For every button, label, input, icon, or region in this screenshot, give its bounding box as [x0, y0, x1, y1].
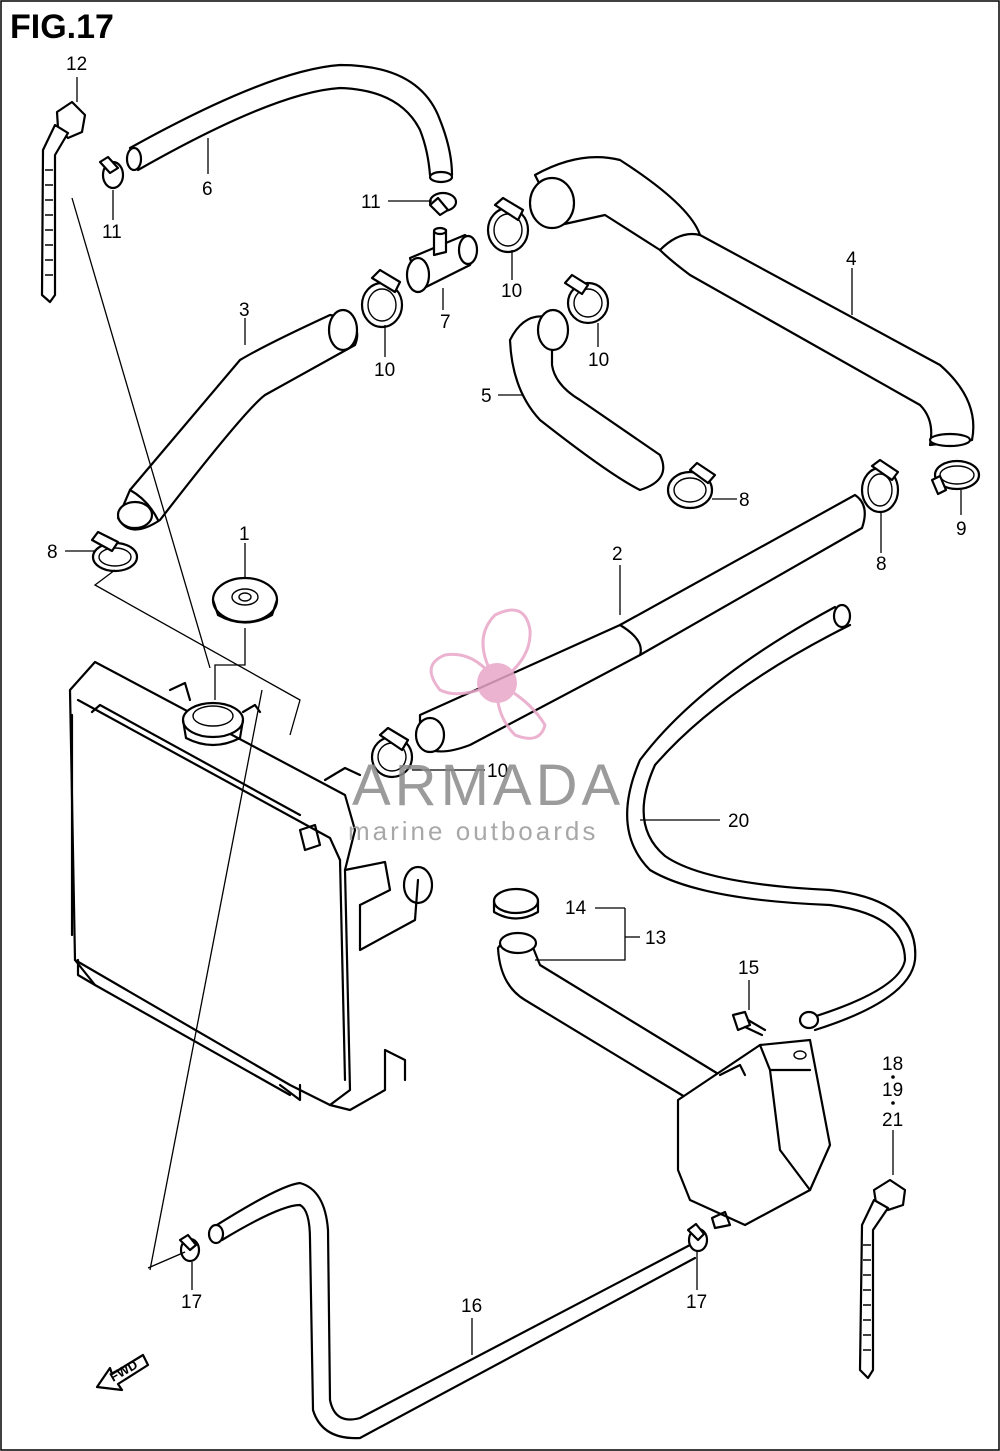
callout-7: 7: [440, 312, 451, 333]
callout-14: 14: [565, 898, 587, 919]
callout-3: 3: [239, 300, 250, 321]
reservoir-tank: [676, 1038, 832, 1230]
callout-5: 5: [481, 386, 492, 407]
callout-12: 12: [66, 54, 87, 75]
cable-tie-12: [40, 100, 87, 304]
callout-10d: 10: [487, 761, 508, 782]
clamp-10-c: [563, 273, 610, 325]
assembly-lines: [71, 197, 301, 1271]
callout-11a: 11: [102, 222, 122, 243]
callout-18: 18: [882, 1054, 903, 1075]
callout-17a: 17: [181, 1292, 202, 1313]
hose-20: [626, 603, 917, 1032]
cable-tie-18: [858, 1178, 907, 1380]
callout-leaders: [65, 77, 962, 1355]
watermark-tagline: marine outboards: [348, 816, 598, 846]
clamp-17-a: [178, 1233, 201, 1263]
clamp-17-b: [686, 1222, 709, 1253]
figure-title: FIG.17: [10, 8, 114, 46]
hose-16: [207, 1181, 697, 1440]
hose-3: [116, 308, 359, 531]
callout-8b: 8: [876, 554, 887, 575]
callout-19: 19: [882, 1080, 903, 1101]
clamp-11-a: [98, 155, 125, 190]
callout-10c: 10: [588, 350, 609, 371]
hose-5: [508, 308, 665, 492]
callout-11b: 11: [361, 192, 381, 213]
callout-8a: 8: [739, 490, 750, 511]
callout-9: 9: [956, 519, 967, 540]
hose-13: [496, 931, 733, 1108]
radiator: [68, 660, 434, 1112]
propeller-logo-icon: [429, 608, 547, 740]
clamp-9: [930, 459, 981, 496]
clamp-10-a: [360, 268, 404, 329]
t-pipe-7: [405, 226, 479, 294]
callout-13: 13: [645, 928, 666, 949]
bolt-15: [731, 1010, 767, 1037]
hose-6: [125, 63, 454, 184]
clamp-8-b: [860, 458, 900, 514]
forward-arrow-icon: FWD: [95, 1353, 150, 1392]
callout-2: 2: [612, 544, 623, 565]
callout-21: 21: [882, 1110, 903, 1131]
callout-16: 16: [461, 1296, 482, 1317]
callout-15: 15: [738, 958, 759, 979]
callout-numbers: 1 2 3 4 5 6 7 8 8 8 9 10 10 10 10 11 11 …: [47, 54, 967, 1317]
clamp-8-a: [666, 461, 717, 510]
clamp-8-c: [90, 530, 139, 573]
clamp-10-b: [486, 196, 530, 254]
callout-6: 6: [202, 179, 213, 200]
callout-4: 4: [846, 249, 857, 270]
callout-10a: 10: [374, 360, 395, 381]
watermark-brand: ARMADA: [352, 753, 624, 818]
callout-10b: 10: [501, 281, 522, 302]
radiator-filler-neck: [181, 701, 262, 747]
plug-14: [492, 887, 540, 920]
callout-1: 1: [239, 524, 250, 545]
clamp-11-b: [428, 191, 458, 217]
clamp-10-d: [370, 726, 414, 779]
hose-4: [528, 156, 975, 448]
callout-17b: 17: [686, 1292, 707, 1313]
radiator-cap: [211, 576, 279, 624]
hose-2: [414, 493, 866, 754]
callout-8c: 8: [47, 542, 58, 563]
watermark: ARMADA marine outboards: [348, 608, 624, 846]
callout-20: 20: [728, 811, 749, 832]
